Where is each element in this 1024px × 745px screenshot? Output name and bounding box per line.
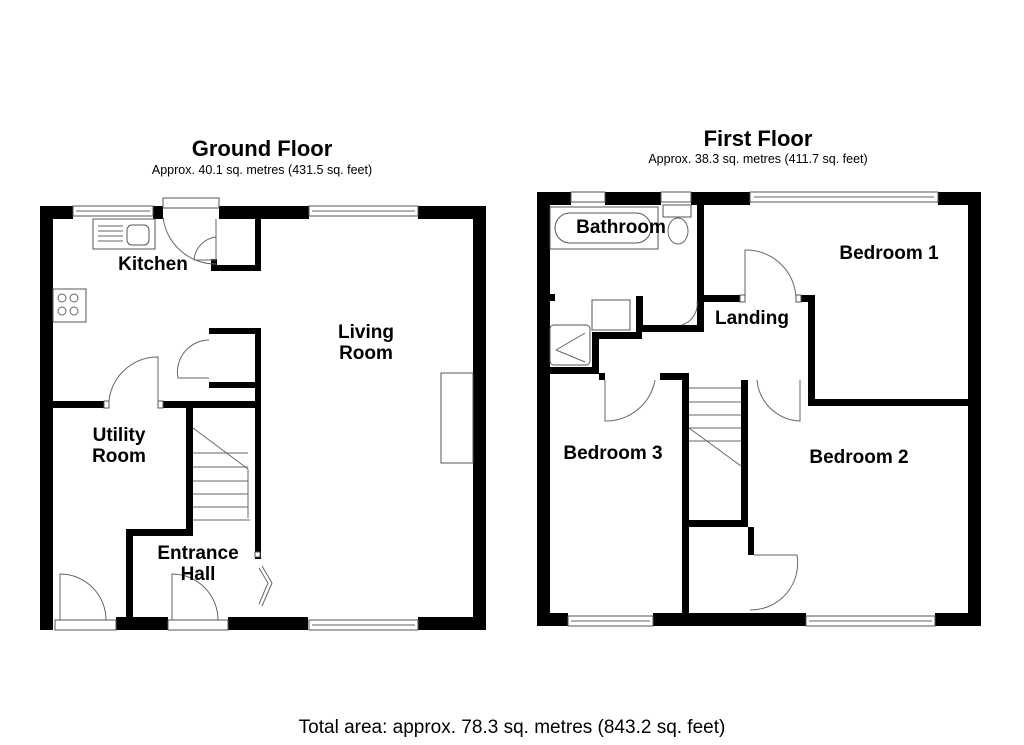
room-label-living-room-line2: Room xyxy=(339,343,393,364)
first-floor-title: First Floor xyxy=(703,126,813,151)
room-label-bathroom: Bathroom xyxy=(576,217,666,238)
total-area: Total area: approx. 78.3 sq. metres (843… xyxy=(298,717,726,738)
room-label-entrance-hall-line1: Entrance xyxy=(157,543,238,564)
ground-floor-title: Ground Floor xyxy=(191,136,333,161)
first-floor-plan: Bathroom Bedroom 1 Landing Bedroom 3 Bed… xyxy=(537,191,981,627)
room-label-kitchen: Kitchen xyxy=(118,254,188,275)
ground-floor-stairs xyxy=(192,427,250,521)
first-floor-stairs xyxy=(688,387,742,467)
ground-floor-area: Approx. 40.1 sq. metres (431.5 sq. feet) xyxy=(151,163,373,177)
room-label-utility-room-line1: Utility xyxy=(93,425,146,446)
room-label-bedroom-1: Bedroom 1 xyxy=(839,243,939,264)
room-label-bedroom-2: Bedroom 2 xyxy=(809,447,908,468)
room-label-living-room-line1: Living xyxy=(338,322,394,343)
room-label-bedroom-3: Bedroom 3 xyxy=(563,443,662,464)
first-floor-area: Approx. 38.3 sq. metres (411.7 sq. feet) xyxy=(648,152,868,166)
ground-floor-plan: Kitchen Living Room Utility Room Entranc… xyxy=(40,197,486,631)
room-label-entrance-hall-line2: Hall xyxy=(181,564,216,585)
room-label-utility-room-line2: Room xyxy=(92,446,146,467)
room-label-landing: Landing xyxy=(715,308,789,329)
